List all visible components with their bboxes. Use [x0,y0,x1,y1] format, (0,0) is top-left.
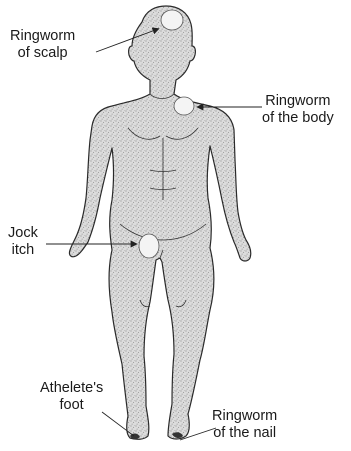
label-ringworm-body: Ringworm of the body [262,93,334,127]
label-jock-itch-line2: itch [8,242,38,259]
label-ringworm-scalp-line1: Ringworm [10,28,75,45]
body-lesion [174,97,194,115]
label-athletes-foot-line1: Athelete's [40,380,103,397]
label-ringworm-body-line2: of the body [262,110,334,127]
label-ringworm-scalp-line2: of scalp [10,45,75,62]
label-ringworm-nail: Ringworm of the nail [212,408,277,442]
groin-lesion [139,234,159,258]
scalp-lesion [161,10,183,30]
label-ringworm-nail-line1: Ringworm [212,408,277,425]
label-ringworm-body-line1: Ringworm [262,93,334,110]
label-ringworm-scalp: Ringworm of scalp [10,28,75,62]
label-ringworm-nail-line2: of the nail [212,425,277,442]
human-figure [69,6,250,439]
label-athletes-foot: Athelete's foot [40,380,103,414]
label-jock-itch: Jock itch [8,225,38,259]
label-jock-itch-line1: Jock [8,225,38,242]
label-athletes-foot-line2: foot [40,397,103,414]
